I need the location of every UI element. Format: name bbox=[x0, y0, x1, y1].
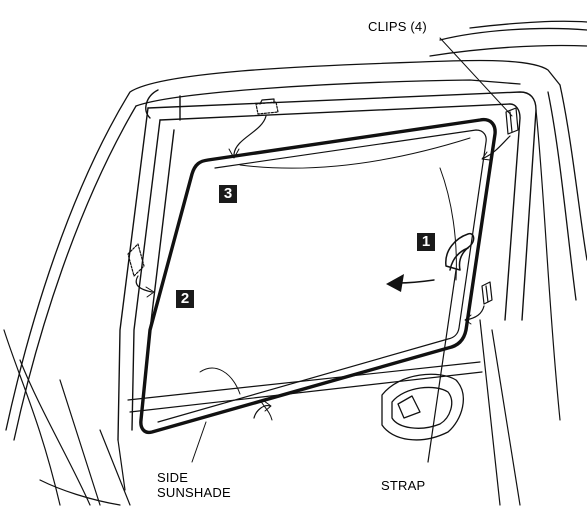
leader-lines bbox=[191, 37, 513, 463]
car-body-outline bbox=[5, 20, 587, 441]
pull-arrow bbox=[386, 274, 435, 292]
clip-arrows bbox=[135, 115, 511, 419]
clips-label: CLIPS (4) bbox=[368, 19, 427, 34]
clip-top bbox=[255, 98, 279, 115]
clip-upper-right bbox=[505, 107, 519, 135]
side-sunshade-label-line1: SIDE bbox=[157, 470, 189, 485]
side-sunshade-label-line2: SUNSHADE bbox=[157, 485, 231, 500]
side-sunshade-label: SIDE SUNSHADE bbox=[157, 470, 231, 500]
side-sunshade bbox=[139, 117, 497, 435]
step-2-badge: 2 bbox=[176, 290, 194, 308]
strap-label: STRAP bbox=[381, 478, 426, 493]
step-1-badge: 1 bbox=[417, 233, 435, 251]
clip-left bbox=[127, 243, 145, 277]
door-panel bbox=[3, 109, 561, 506]
strap bbox=[427, 232, 475, 463]
step-3-badge: 3 bbox=[219, 185, 237, 203]
clip-lower-right bbox=[481, 281, 493, 305]
door-handle bbox=[381, 373, 464, 441]
